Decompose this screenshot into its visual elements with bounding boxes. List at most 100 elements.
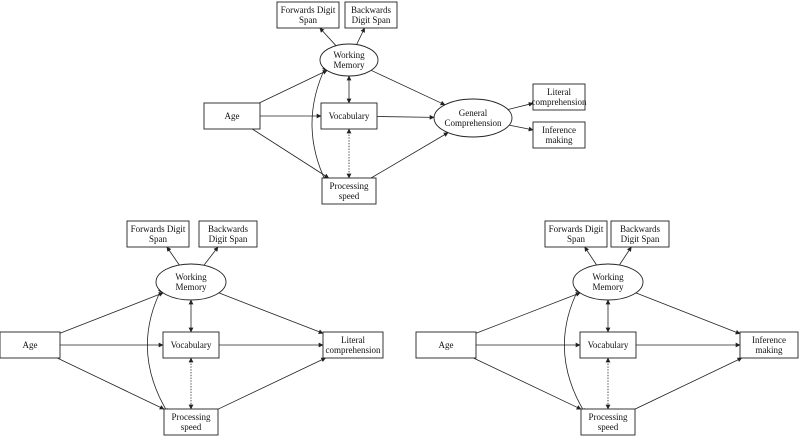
edge-wm-to-ps xyxy=(311,65,327,183)
node-label-line: Inference xyxy=(752,335,786,345)
edge-wm-to-forwards xyxy=(166,246,180,266)
node-label-line: Age xyxy=(23,340,38,350)
edge-wm-to-backwards xyxy=(619,246,632,266)
edge-age-to-ps xyxy=(252,128,330,179)
edge-ps-to-gc xyxy=(370,132,449,179)
node-label-line: Digit Span xyxy=(209,234,248,244)
node-label-line: Processing xyxy=(330,181,369,191)
node-shape xyxy=(532,121,586,149)
node-shape xyxy=(415,331,477,359)
age-box: Age xyxy=(415,331,477,359)
node-shape xyxy=(739,331,799,359)
node-label-line: speed xyxy=(339,191,360,201)
age-box: Age xyxy=(203,102,261,130)
node-shape xyxy=(344,1,398,29)
edge-age-to-wm xyxy=(259,70,328,104)
node-label-line: Inference xyxy=(542,125,576,135)
edge-gc-to-lit xyxy=(507,102,534,110)
node-label-line: Forwards Digit xyxy=(281,5,336,15)
node-label-line: comprehension xyxy=(532,97,587,107)
edge-wm-to-ps xyxy=(564,287,586,414)
node-shape xyxy=(321,177,377,205)
age-box: Age xyxy=(0,331,61,359)
node-label-line: Backwards xyxy=(351,5,391,15)
edges xyxy=(57,246,327,414)
node-label-line: Age xyxy=(225,111,240,121)
edge-wm-to-backwards xyxy=(356,27,365,45)
node-shape xyxy=(319,43,379,77)
node-label-line: Vocabulary xyxy=(171,340,212,350)
node-shape xyxy=(610,220,670,248)
node-label-line: Vocabulary xyxy=(588,340,629,350)
edges xyxy=(473,246,743,414)
node-shape xyxy=(579,331,637,359)
edge-wm-to-forwards xyxy=(584,246,597,266)
vocabulary-box: Vocabulary xyxy=(320,102,378,130)
edge-wm-to-ps xyxy=(147,287,169,414)
edge-wm-to-forwards xyxy=(319,27,337,46)
node-shape xyxy=(126,220,190,248)
node-label-line: speed xyxy=(598,422,619,432)
node-label-line: General xyxy=(459,108,488,118)
edge-age-to-ps xyxy=(57,357,165,410)
edge-age-to-wm xyxy=(475,292,581,334)
edge-wm-to-gc xyxy=(370,69,446,106)
node-label-line: comprehension xyxy=(326,345,381,355)
node-label-line: Literal xyxy=(547,87,571,97)
node-label-line: Memory xyxy=(176,282,207,292)
node-shape xyxy=(532,83,586,111)
edge-ps-to-inf xyxy=(634,357,743,410)
node-label-line: Forwards Digit xyxy=(549,224,604,234)
node-shape xyxy=(276,1,340,29)
edges xyxy=(252,27,534,183)
edge-wm-to-backwards xyxy=(203,246,219,266)
node-label-line: Forwards Digit xyxy=(131,224,186,234)
node-shape xyxy=(580,408,636,436)
edge-vocab-to-gc xyxy=(376,114,435,120)
node-shape xyxy=(544,220,608,248)
node-shape xyxy=(572,263,644,301)
edge-age-to-ps xyxy=(473,357,582,410)
node-label-line: Comprehension xyxy=(445,118,502,128)
node-label-line: making xyxy=(756,345,783,355)
node-shape xyxy=(433,98,513,138)
vocabulary-box: Vocabulary xyxy=(579,331,637,359)
node-label-line: Vocabulary xyxy=(329,111,370,121)
node-shape xyxy=(162,331,220,359)
node-label-line: Processing xyxy=(172,412,211,422)
edge-gc-to-inf xyxy=(509,124,534,132)
node-label-line: Working xyxy=(592,272,624,282)
node-label-line: Span xyxy=(149,234,168,244)
node-label-line: Backwards xyxy=(620,224,660,234)
node-label-line: Working xyxy=(175,272,207,282)
node-label-line: Backwards xyxy=(208,224,248,234)
edge-age-to-wm xyxy=(59,292,164,334)
node-label-line: Memory xyxy=(334,60,365,70)
node-label-line: Span xyxy=(567,234,586,244)
node-shape xyxy=(163,408,219,436)
node-label-line: Digit Span xyxy=(621,234,660,244)
node-label-line: Digit Span xyxy=(352,15,391,25)
node-label-line: Age xyxy=(439,340,454,350)
edge-wm-to-lit xyxy=(218,292,324,334)
node-shape xyxy=(322,331,384,359)
